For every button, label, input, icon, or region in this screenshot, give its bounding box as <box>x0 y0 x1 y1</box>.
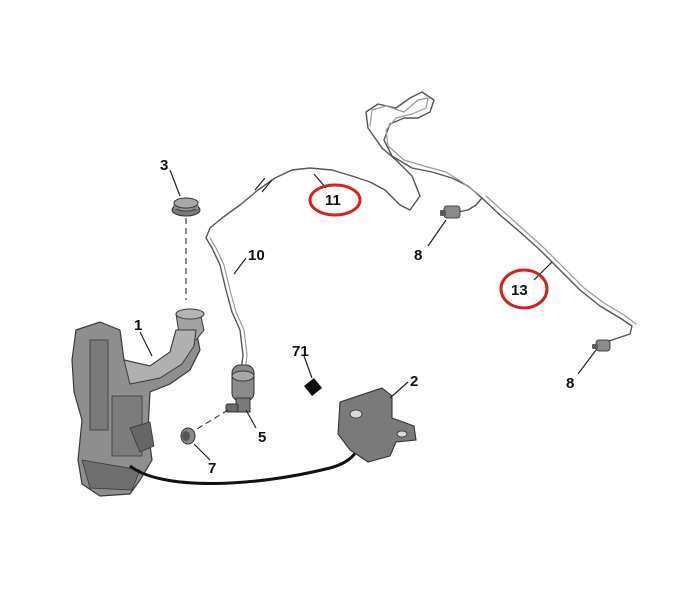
hose-break-mark <box>254 177 273 193</box>
pump-axis-dash <box>191 409 229 433</box>
leader-5 <box>245 409 257 429</box>
callout-3: 3 <box>160 157 168 174</box>
highlight-circle-13 <box>499 268 549 310</box>
callout-7: 7 <box>208 460 216 477</box>
hose-part-13 <box>481 197 633 343</box>
callout-71: 71 <box>292 343 309 360</box>
callout-1: 1 <box>134 317 142 334</box>
washer-reservoir-part-1 <box>71 308 205 497</box>
leader-3 <box>169 169 181 197</box>
callout-10: 10 <box>248 247 265 264</box>
nozzle-part-8-lower <box>592 339 611 352</box>
callout-2: 2 <box>410 373 418 390</box>
hose-part-10 <box>205 147 421 406</box>
leader-8-lower <box>577 349 597 375</box>
leader-10 <box>233 257 247 275</box>
leader-71 <box>303 355 313 379</box>
callout-8-upper: 8 <box>414 247 422 264</box>
clip-part-71 <box>304 378 322 396</box>
callout-5: 5 <box>258 429 266 446</box>
bracket-part-2 <box>337 387 417 463</box>
leader-13 <box>533 261 553 281</box>
hose-loop-upper <box>365 91 483 199</box>
wiring-harness <box>129 451 358 485</box>
highlight-circle-11 <box>308 183 362 217</box>
callout-13: 13 <box>511 282 528 299</box>
nozzle-part-8-upper <box>440 205 461 219</box>
washer-pump-part-5 <box>225 364 255 413</box>
leader-2 <box>389 381 409 399</box>
callout-11: 11 <box>325 192 341 209</box>
grommet-part-7 <box>180 427 196 445</box>
callout-8-lower: 8 <box>566 375 574 392</box>
filler-cap-part-3 <box>171 197 201 217</box>
hose-loop-upper-2 <box>369 97 479 195</box>
leader-1 <box>139 331 153 357</box>
hose-branch-8 <box>457 197 483 213</box>
leader-7 <box>193 443 211 461</box>
hose-part-13-shadow <box>485 195 637 325</box>
leader-8-upper <box>427 219 447 247</box>
